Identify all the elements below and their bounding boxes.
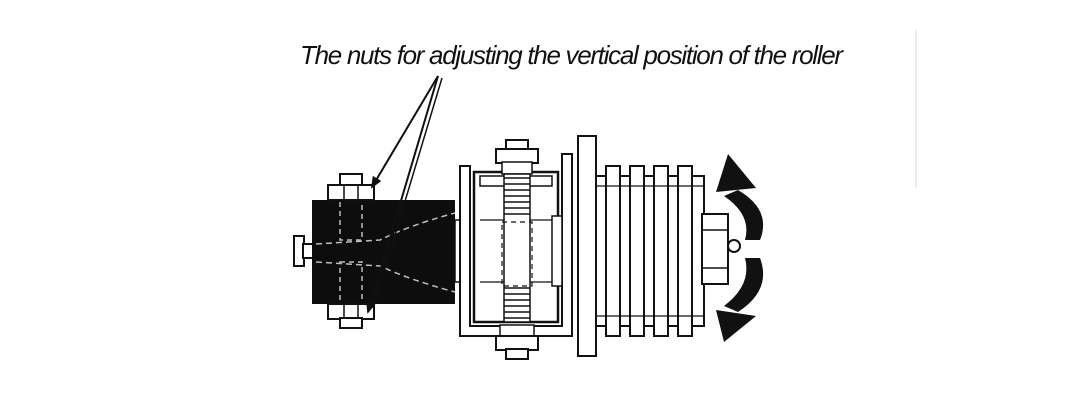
- top-adjusting-nut: [327, 173, 375, 201]
- shaft-end-nut: [701, 213, 741, 285]
- roller-end-knob: [293, 235, 314, 267]
- leader-arrow-icon: [370, 75, 439, 189]
- cooling-fins: [595, 165, 705, 337]
- threaded-shaft: [495, 139, 539, 360]
- roller-block: [312, 199, 456, 305]
- rotation-arrows: [716, 154, 764, 342]
- mounting-flange: [577, 135, 597, 357]
- bottom-adjusting-nut: [327, 303, 375, 329]
- leader-arrows: [366, 75, 443, 314]
- curved-double-arrow-icon: [724, 190, 764, 240]
- annotation-label: The nuts for adjusting the vertical posi…: [300, 40, 843, 70]
